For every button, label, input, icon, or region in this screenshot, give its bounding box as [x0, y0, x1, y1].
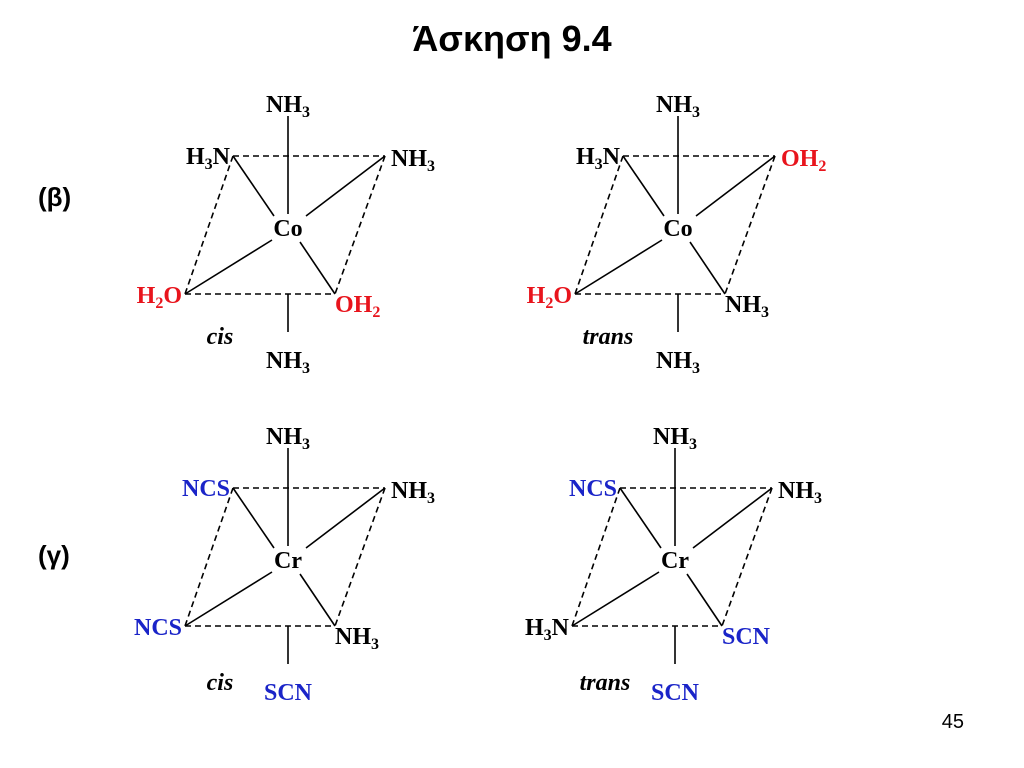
part1-complex0-bond-back-right	[305, 487, 386, 549]
part0-complex1-ligand-front-left: H2O	[527, 283, 572, 312]
part1-complex1-ligand-front-left: H3N	[525, 615, 570, 644]
part1-complex0-bond-front-right	[299, 573, 336, 627]
part0-complex0-ligand-front-left: H2O	[137, 283, 182, 312]
part-label-gamma: (γ)	[38, 540, 70, 570]
part1-complex0-ligand-front-left: NCS	[134, 615, 182, 641]
part1-complex0-edge-right	[334, 487, 386, 627]
part0-complex0-edge-right	[334, 155, 386, 295]
part1-complex1-bond-back-right	[692, 487, 773, 549]
part-label-beta: (β)	[38, 182, 72, 212]
part0-complex0-bond-front-left	[184, 239, 273, 295]
part1-complex1-ligand-top: NH3	[653, 424, 697, 453]
part1-complex0-ligand-back-right: NH3	[391, 478, 435, 507]
part0-complex1-isomer-label: trans	[583, 324, 634, 350]
part0-complex1-ligand-top: NH3	[656, 92, 700, 121]
part0-complex1-edge-right	[724, 155, 776, 295]
part0-complex0-bond-back-left	[232, 155, 275, 217]
part1-complex1-isomer-label: trans	[580, 670, 631, 696]
part1-complex0-ligand-top: NH3	[266, 424, 310, 453]
part1-complex1-ligand-back-right: NH3	[778, 478, 822, 507]
part0-complex1-ligand-back-right: OH2	[781, 146, 826, 175]
part1-complex0-ligand-front-right: NH3	[335, 624, 379, 653]
part0-complex0-ligand-back-right: NH3	[391, 146, 435, 175]
part1-complex1-bond-front-left	[571, 571, 660, 627]
part0-complex1-bond-back-right	[695, 155, 776, 217]
part1-complex0-isomer-label: cis	[207, 670, 234, 696]
part0-complex1-edge-left	[574, 155, 624, 295]
part0-complex1-bond-front-right	[689, 241, 726, 295]
part1-complex1-edge-right	[721, 487, 773, 627]
part0-complex0-ligand-front-right: OH2	[335, 292, 380, 321]
part1-complex1-bond-back-left	[619, 487, 662, 549]
part0-complex1-ligand-back-left: H3N	[576, 144, 621, 173]
part1-complex0-bond-front-left	[184, 571, 273, 627]
part1-complex0-ligand-bottom: SCN	[264, 680, 313, 706]
part1-complex0-bond-back-left	[232, 487, 275, 549]
page-number: 45	[941, 711, 964, 733]
part1-complex0-center-atom: Cr	[274, 548, 302, 574]
part0-complex1-ligand-bottom: NH3	[656, 348, 700, 377]
part0-complex0-edge-left	[184, 155, 234, 295]
part1-complex1-center-atom: Cr	[661, 548, 689, 574]
part0-complex0-bond-back-right	[305, 155, 386, 217]
slide-title: Άσκηση 9.4	[412, 18, 612, 59]
part0-complex1-bond-back-left	[622, 155, 665, 217]
part0-complex1-bond-front-left	[574, 239, 663, 295]
part0-complex1-center-atom: Co	[663, 216, 692, 242]
part0-complex0-ligand-bottom: NH3	[266, 348, 310, 377]
part1-complex1-ligand-back-left: NCS	[569, 476, 617, 502]
part0-complex0-bond-front-right	[299, 241, 336, 295]
part0-complex0-center-atom: Co	[273, 216, 302, 242]
part1-complex0-edge-left	[184, 487, 234, 627]
part1-complex1-bond-front-right	[686, 573, 723, 627]
part1-complex0-ligand-back-left: NCS	[182, 476, 230, 502]
part1-complex1-ligand-bottom: SCN	[651, 680, 700, 706]
part0-complex0-isomer-label: cis	[207, 324, 234, 350]
part1-complex1-ligand-front-right: SCN	[722, 624, 771, 650]
part0-complex1-ligand-front-right: NH3	[725, 292, 769, 321]
part1-complex1-edge-left	[571, 487, 621, 627]
part0-complex0-ligand-back-left: H3N	[186, 144, 231, 173]
part0-complex0-ligand-top: NH3	[266, 92, 310, 121]
